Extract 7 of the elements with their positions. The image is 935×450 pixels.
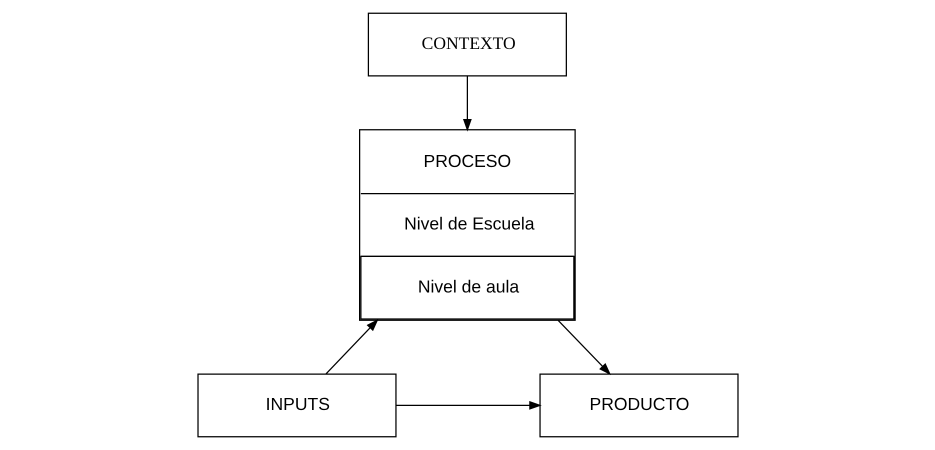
arrow (325, 319, 378, 374)
arrow (557, 320, 610, 376)
arrow (396, 401, 542, 410)
arrow (462, 76, 472, 132)
node-box: PRODUCTO (538, 373, 738, 438)
node-box: CONTEXTO (367, 12, 566, 77)
node-box: INPUTS (196, 373, 396, 438)
